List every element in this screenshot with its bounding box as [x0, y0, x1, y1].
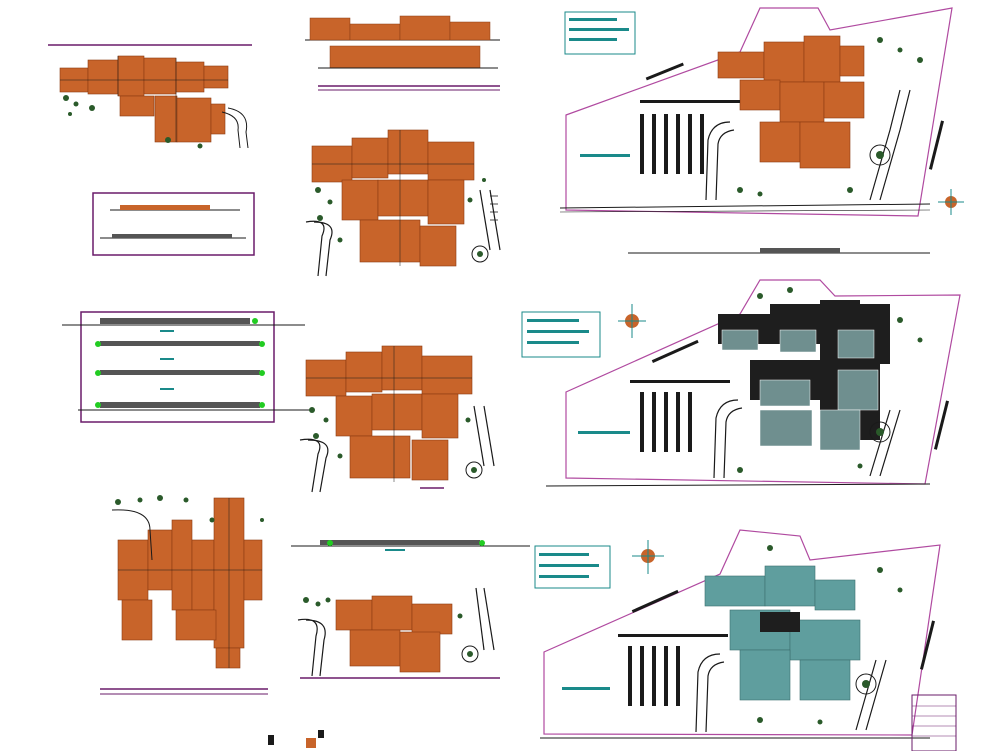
north-arrow-icon	[632, 540, 664, 574]
tree-icon	[63, 95, 203, 149]
north-arrow-icon	[938, 189, 964, 215]
elevation-bottom-middle	[291, 540, 530, 551]
title-block	[911, 694, 957, 751]
elevation-top-middle	[305, 15, 500, 91]
floor-plan-top-left	[48, 44, 252, 149]
floor-plan-vertical-left	[100, 495, 268, 695]
site-plan-middle-2	[299, 345, 495, 493]
elevation-box-1	[92, 192, 255, 256]
site-plan-middle-1	[305, 129, 501, 277]
small-symbols-bottom	[268, 730, 324, 748]
north-arrow-icon	[618, 304, 646, 338]
site-plan-right-1	[559, 7, 964, 254]
elevation-box-2	[62, 311, 310, 423]
site-plan-right-2	[521, 279, 961, 487]
site-plan-right-3	[534, 529, 957, 751]
site-plan-middle-3	[297, 587, 500, 679]
